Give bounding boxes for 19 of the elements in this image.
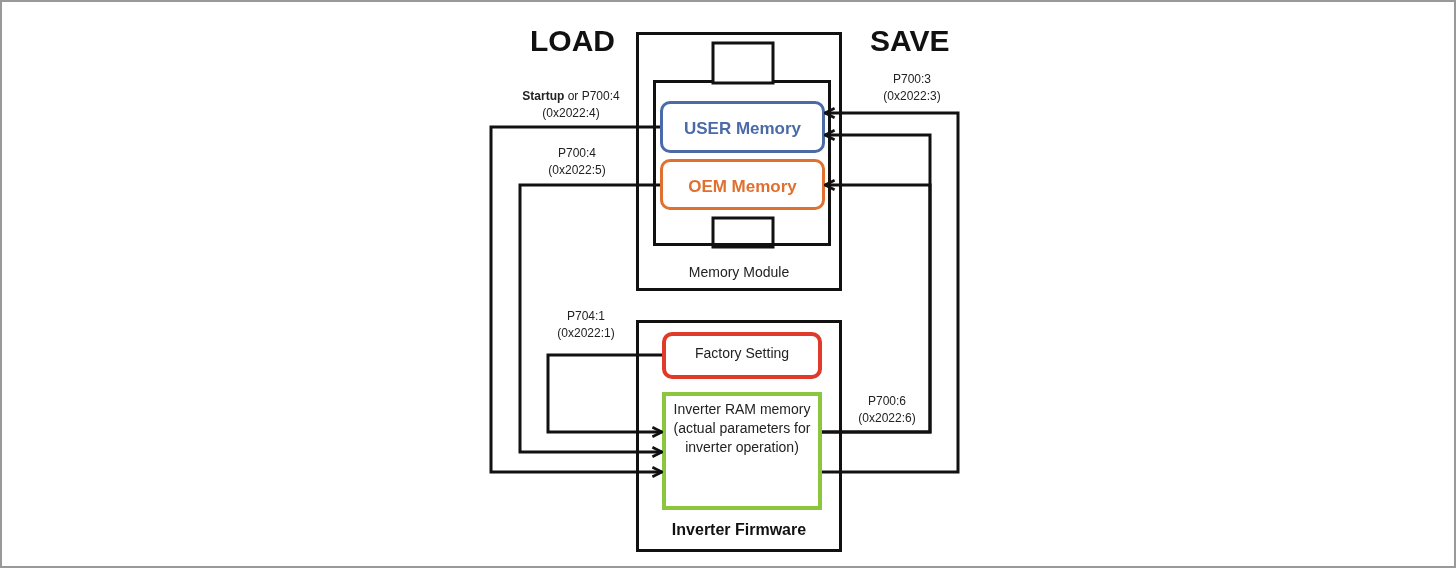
- memory-box: [660, 159, 825, 210]
- heading-label: LOAD: [530, 24, 615, 58]
- firmware-box: [636, 320, 842, 552]
- arrow: [489, 125, 664, 479]
- heading-label: SAVE: [870, 24, 950, 58]
- memory-box: [660, 101, 825, 153]
- setting-box: [662, 332, 822, 379]
- module-box: [636, 32, 842, 291]
- arrow: [518, 183, 664, 459]
- node-label: Factory Setting: [693, 344, 791, 363]
- arrow: [822, 106, 960, 474]
- arrow: [546, 353, 664, 439]
- node-label: OEM Memory: [687, 176, 798, 198]
- node-label: Inverter Firmware: [670, 520, 808, 540]
- node-label: Inverter RAM memory (actual parameters for inverter operation): [672, 400, 812, 457]
- ram-box: [662, 392, 822, 510]
- arrow: [822, 178, 932, 434]
- node-label: USER Memory: [682, 118, 803, 140]
- node-label: Memory Module: [687, 263, 791, 282]
